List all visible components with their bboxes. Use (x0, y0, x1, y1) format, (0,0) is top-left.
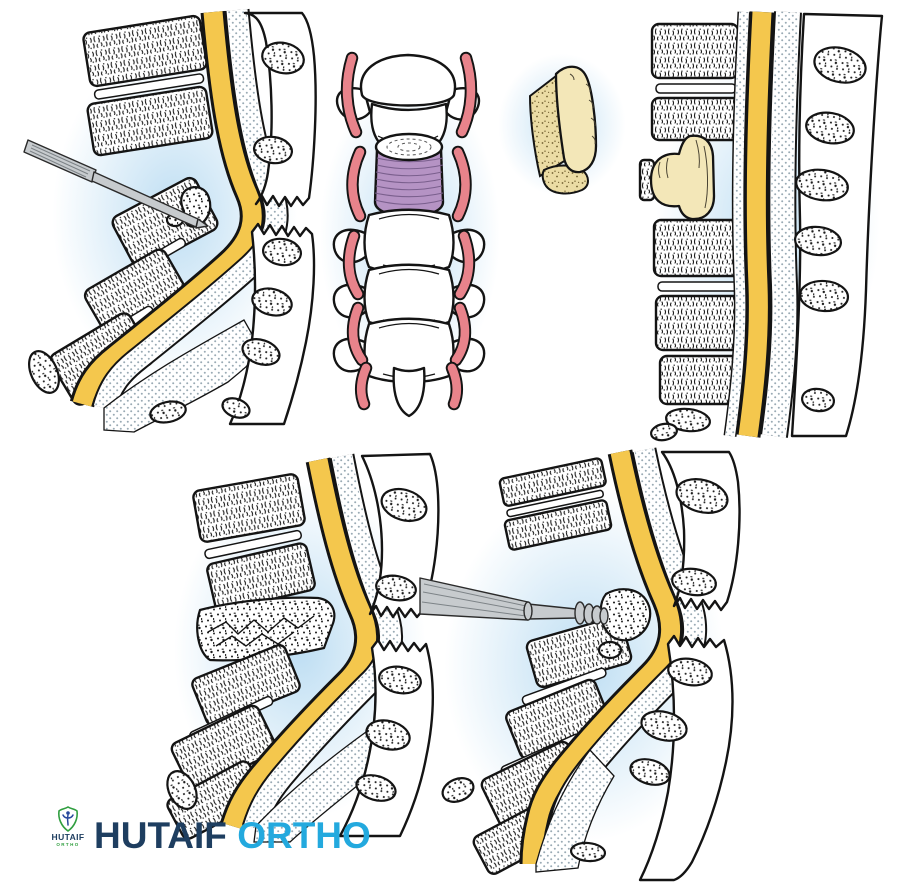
posterior-elements (149, 11, 317, 426)
panel-discectomy-lateral (23, 10, 317, 433)
bone-graft-piece (528, 65, 598, 195)
spinal-cord-band (748, 12, 762, 436)
dural-sac-band (774, 12, 788, 436)
panel-graft-inserted (638, 12, 884, 442)
panel-fragment-removal (419, 450, 741, 882)
vertebral-column (638, 22, 746, 442)
watermark-primary: HUTAIF (94, 815, 227, 856)
badge-title: HUTAIF (51, 832, 85, 842)
corpectomy-canal (373, 132, 445, 218)
segmental-vessels (340, 51, 478, 411)
hutaif-ortho-emblem-icon (58, 806, 78, 832)
burr-instrument (419, 577, 609, 625)
posterior-elements (790, 12, 884, 438)
small-fragment (597, 640, 623, 660)
panel-burst-fracture (166, 452, 440, 843)
inferior-projection (392, 366, 426, 418)
curette-instrument (23, 139, 209, 229)
badge-subtitle: ORTHO (56, 841, 80, 847)
posterior-elements (569, 450, 741, 882)
logo-badge: HUTAIF ORTHO (42, 806, 94, 847)
brand-watermark: HUTAIF ORTHO (94, 815, 371, 857)
crushed-vertebra (196, 596, 336, 662)
panel-anterior-corpectomy (332, 51, 486, 418)
posterior-elements (338, 452, 440, 838)
strut-graft-in-place (649, 134, 716, 221)
watermark-secondary: ORTHO (237, 815, 371, 856)
anterior-lip-fragment (28, 350, 60, 394)
